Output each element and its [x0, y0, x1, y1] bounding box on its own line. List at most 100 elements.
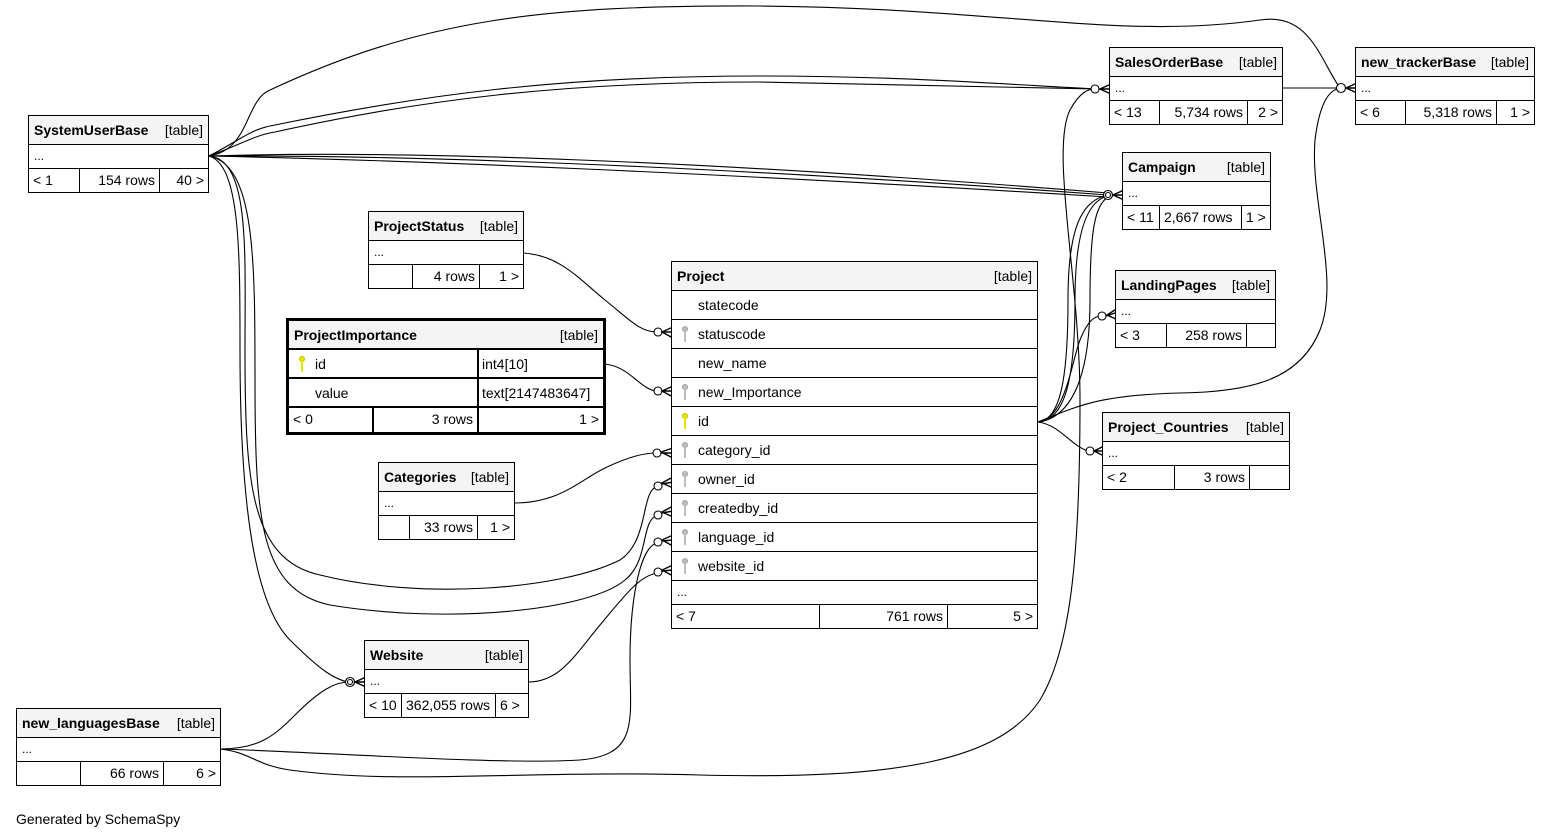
parents-link[interactable]: < 0 [289, 408, 374, 432]
table-project_countries[interactable]: Project_Countries [table] ... < 2 3 rows [1102, 412, 1290, 490]
children-link[interactable]: 40 > [176, 172, 204, 188]
row-count: 66 rows [81, 762, 164, 785]
column-name: category_id [698, 442, 771, 458]
table-name[interactable]: Project [677, 268, 725, 284]
table-footer: 4 rows 1 > [369, 265, 523, 288]
edge-systemuser-website [208, 155, 350, 683]
parents-link[interactable] [379, 516, 410, 539]
parents-link[interactable]: < 2 [1103, 466, 1175, 489]
table-header: SalesOrderBase [table] [1110, 48, 1282, 77]
table-categories[interactable]: Categories [table] ... 33 rows 1 > [378, 462, 515, 540]
crowsfoot-createdby [653, 505, 674, 520]
parents-link[interactable]: < 6 [1356, 101, 1406, 124]
parents-link[interactable]: < 7 [672, 605, 820, 628]
table-name[interactable]: ProjectStatus [374, 218, 465, 234]
table-website[interactable]: Website [table] ... < 10 362,055 rows 6 … [364, 640, 529, 718]
column-row[interactable]: statecode [672, 291, 1037, 320]
table-name[interactable]: new_languagesBase [22, 715, 160, 731]
table-kind: [table] [176, 715, 215, 731]
children-link[interactable]: 1 > [499, 268, 519, 284]
crowsfoot-website_id [653, 564, 674, 577]
table-projectimportance[interactable]: ProjectImportance [table] id int4[10] va… [286, 318, 606, 435]
children-link[interactable]: 1 > [490, 519, 510, 535]
children-link[interactable]: 2 > [1258, 104, 1278, 120]
table-header: new_languagesBase [table] [17, 709, 220, 738]
table-campaign[interactable]: Campaign [table] ... < 11 2,667 rows 1 > [1122, 152, 1271, 230]
parents-link[interactable]: < 3 [1116, 324, 1167, 347]
table-new_trackerbase[interactable]: new_trackerBase [table] ... < 6 5,318 ro… [1355, 47, 1535, 125]
edge-systemuser-createdby [208, 155, 659, 615]
column-row[interactable]: owner_id [672, 465, 1037, 494]
column-row[interactable]: statuscode [672, 320, 1037, 349]
edge-systemuser-owner [208, 155, 659, 590]
table-name[interactable]: SalesOrderBase [1115, 54, 1224, 70]
column-row[interactable]: new_Importance [672, 378, 1037, 407]
row-count: 154 rows [80, 169, 160, 192]
table-name[interactable]: Website [370, 647, 424, 663]
children-link[interactable]: 6 > [500, 697, 520, 713]
table-name[interactable]: Campaign [1128, 159, 1196, 175]
table-name[interactable]: Project_Countries [1108, 419, 1229, 435]
table-header: new_trackerBase [table] [1356, 48, 1534, 77]
children-link[interactable]: 1 > [579, 411, 599, 427]
table-name[interactable]: SystemUserBase [34, 122, 149, 138]
children-link[interactable]: 1 > [1246, 209, 1266, 225]
foreign-key-icon [681, 470, 689, 488]
table-new_languagesbase[interactable]: new_languagesBase [table] ... 66 rows 6 … [16, 708, 221, 786]
table-kind: [table] [1226, 159, 1265, 175]
edge-projectid-tracker [1037, 87, 1341, 423]
table-projectstatus[interactable]: ProjectStatus [table] ... 4 rows 1 > [368, 211, 524, 289]
children-link[interactable]: 5 > [1013, 608, 1033, 624]
parents-link[interactable]: < 1 [29, 169, 80, 192]
crowsfoot-tracker [1335, 82, 1358, 94]
children-link[interactable]: 6 > [196, 765, 216, 781]
edge-projectid-landingpages [1037, 315, 1102, 423]
table-landingpages[interactable]: LandingPages [table] ... < 3 258 rows [1115, 270, 1276, 348]
column-row[interactable]: id [672, 407, 1037, 436]
table-header: LandingPages [table] [1116, 271, 1275, 300]
column-type: text[2147483647] [482, 384, 591, 401]
table-salesorderbase[interactable]: SalesOrderBase [table] ... < 13 5,734 ro… [1109, 47, 1283, 125]
column-row-value[interactable]: value text[2147483647] [289, 379, 603, 408]
row-count: 5,734 rows [1160, 101, 1248, 124]
table-name[interactable]: Categories [384, 469, 457, 485]
column-row-id[interactable]: id int4[10] [289, 350, 603, 379]
table-name[interactable]: LandingPages [1121, 277, 1217, 293]
children-link[interactable] [1247, 324, 1275, 347]
children-link[interactable]: 1 > [1510, 104, 1530, 120]
column-row[interactable]: language_id [672, 523, 1037, 552]
parents-link[interactable]: < 13 [1110, 101, 1160, 124]
row-count: 761 rows [820, 605, 948, 628]
edge-languages-website [219, 681, 350, 750]
parents-link[interactable] [369, 265, 413, 288]
parents-link[interactable]: < 11 [1123, 206, 1160, 229]
table-footer: < 0 3 rows 1 > [289, 408, 603, 432]
table-header: Categories [table] [379, 463, 514, 492]
column-row[interactable]: new_name [672, 349, 1037, 378]
edge-languages-language [219, 542, 659, 762]
column-row[interactable]: website_id [672, 552, 1037, 581]
row-count: 5,318 rows [1406, 101, 1497, 124]
edge-importance-new_importance [603, 363, 658, 392]
column-row[interactable]: createdby_id [672, 494, 1037, 523]
table-systemuserbase[interactable]: SystemUserBase [table] ... < 1 154 rows … [28, 115, 209, 193]
table-footer: < 7 761 rows 5 > [672, 605, 1037, 628]
table-footer: 66 rows 6 > [17, 762, 220, 785]
table-header: Project_Countries [table] [1103, 413, 1289, 442]
column-row[interactable]: category_id [672, 436, 1037, 465]
foreign-key-icon [681, 557, 689, 575]
edge-systemuser-campaign-1 [208, 153, 1109, 194]
table-name[interactable]: ProjectImportance [294, 326, 417, 343]
edge-projectid-campaign-3 [1037, 196, 1109, 423]
table-name[interactable]: new_trackerBase [1361, 54, 1477, 70]
parents-link[interactable]: < 10 [365, 694, 402, 717]
parents-link[interactable] [17, 762, 81, 785]
table-header: Website [table] [365, 641, 528, 670]
table-header: Project [table] [672, 262, 1037, 291]
children-link[interactable] [1250, 466, 1289, 489]
table-kind: [table] [484, 647, 523, 663]
row-count: 362,055 rows [402, 694, 496, 717]
foreign-key-icon [681, 383, 689, 401]
